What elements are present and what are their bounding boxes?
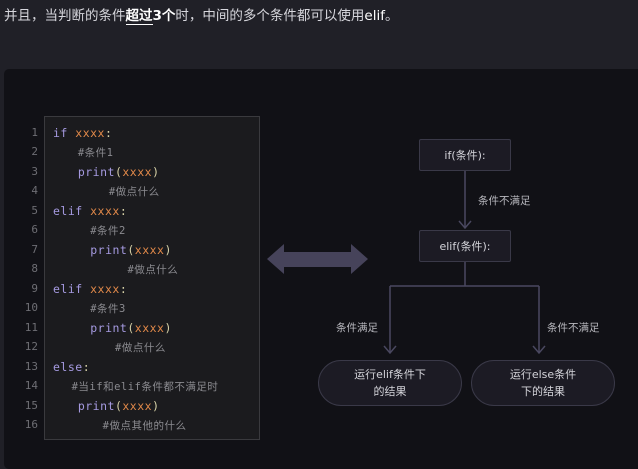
code-token: elif [53, 203, 91, 218]
arrowhead-icon [458, 220, 472, 230]
code-token: ( [114, 164, 123, 179]
double-arrow-icon [267, 244, 368, 274]
code-line: print(xxxx) [90, 243, 172, 257]
line-number: 12 [24, 340, 38, 354]
code-block [44, 116, 260, 440]
line-number: 16 [24, 418, 38, 432]
code-token: #条件1 [77, 147, 114, 160]
flow-box-elif-label: elif(条件): [439, 240, 491, 253]
code-token: xxxx [122, 164, 153, 179]
line-number: 7 [31, 242, 38, 256]
headline-text: 。 [384, 8, 399, 24]
headline-text: 时，中间的多个条件都可以使用 [175, 8, 365, 24]
code-token: #做点其他的什么 [102, 420, 187, 433]
line-number: 9 [31, 281, 38, 295]
code-token: ) [164, 242, 172, 257]
code-token: #做点什么 [108, 186, 160, 199]
headline-text: 并且，当判断的条件 [4, 8, 126, 24]
code-line: if xxxx: [53, 126, 112, 140]
line-number: 11 [24, 320, 38, 334]
line-number: 15 [24, 398, 38, 412]
arrowhead-icon [383, 345, 397, 355]
code-token: xxxx [122, 398, 153, 413]
headline-emphasis: 超过 [125, 8, 153, 25]
code-line: print(xxxx) [90, 321, 172, 335]
code-token: ) [152, 398, 160, 413]
code-line: #做点什么 [115, 340, 166, 355]
flowchart-graphics [267, 171, 546, 355]
code-line: #做点什么 [127, 262, 178, 277]
code-token: : [119, 281, 128, 296]
code-token: ( [127, 242, 135, 257]
result-elif-line: 运行elif条件下 [354, 368, 426, 381]
code-token: #条件3 [90, 303, 126, 316]
code-token: #条件2 [90, 225, 126, 238]
code-line: #做点其他的什么 [103, 418, 187, 433]
line-number: 6 [31, 223, 38, 237]
code-line: #条件2 [90, 223, 126, 238]
code-token: else [53, 359, 83, 374]
flow-box-if-label: if(条件): [444, 149, 486, 162]
headline: 并且，当判断的条件超过3个时，中间的多个条件都可以使用elif。 [4, 4, 399, 25]
line-number: 1 [31, 126, 38, 139]
code-token: ) [164, 320, 172, 335]
line-number: 5 [31, 203, 38, 217]
code-line: elif xxxx: [53, 204, 127, 218]
line-number: 13 [24, 359, 38, 373]
code-token: #做点什么 [115, 342, 166, 355]
code-line: print(xxxx) [78, 399, 160, 413]
code-line: #条件1 [78, 145, 114, 160]
label-condition-not-met: 条件不满足 [547, 322, 600, 334]
code-token: ( [127, 320, 135, 335]
line-number: 2 [31, 145, 38, 159]
arrowhead-icon [532, 345, 546, 355]
result-elif-line: 的结果 [373, 385, 407, 398]
code-token: print [77, 398, 115, 413]
code-token: : [119, 203, 128, 218]
code-token: print [90, 242, 128, 257]
line-number: 8 [31, 262, 38, 276]
code-token: : [82, 359, 91, 374]
code-line: else: [53, 360, 90, 374]
headline-keyword: elif [364, 8, 385, 24]
code-token: xxxx [90, 281, 120, 296]
code-line: #当if和elif条件都不满足时 [72, 379, 219, 394]
headline-emphasis: 3个 [152, 8, 176, 24]
flow-box-if: if(条件): [419, 139, 511, 171]
code-token: elif [53, 281, 91, 296]
label-condition-not-met: 条件不满足 [478, 195, 531, 207]
code-line: #做点什么 [109, 184, 160, 199]
line-number: 14 [24, 379, 38, 393]
flow-box-elif: elif(条件): [419, 230, 511, 262]
result-elif: 运行elif条件下的结果 [318, 360, 462, 406]
code-token: #做点什么 [127, 264, 179, 277]
code-line: #条件3 [90, 301, 126, 316]
code-line: elif xxxx: [53, 282, 127, 296]
code-token: if [53, 126, 76, 140]
result-else-line: 下的结果 [520, 385, 565, 398]
line-number: 4 [31, 184, 38, 198]
code-token: print [90, 320, 128, 335]
code-token: xxxx [75, 126, 105, 140]
code-token: print [77, 164, 115, 179]
result-else: 运行else条件下的结果 [471, 360, 615, 406]
line-number: 10 [24, 301, 38, 315]
code-token: xxxx [134, 320, 165, 335]
code-token: ) [152, 164, 160, 179]
result-else-line: 运行else条件 [509, 368, 577, 381]
code-token: : [104, 126, 113, 140]
code-token: #当if和elif条件都不满足时 [71, 381, 219, 394]
code-token: xxxx [134, 242, 165, 257]
code-token: xxxx [90, 203, 120, 218]
label-condition-met: 条件满足 [336, 322, 378, 334]
line-number: 3 [31, 164, 38, 178]
code-token: ( [114, 398, 123, 413]
code-line: print(xxxx) [78, 165, 160, 179]
